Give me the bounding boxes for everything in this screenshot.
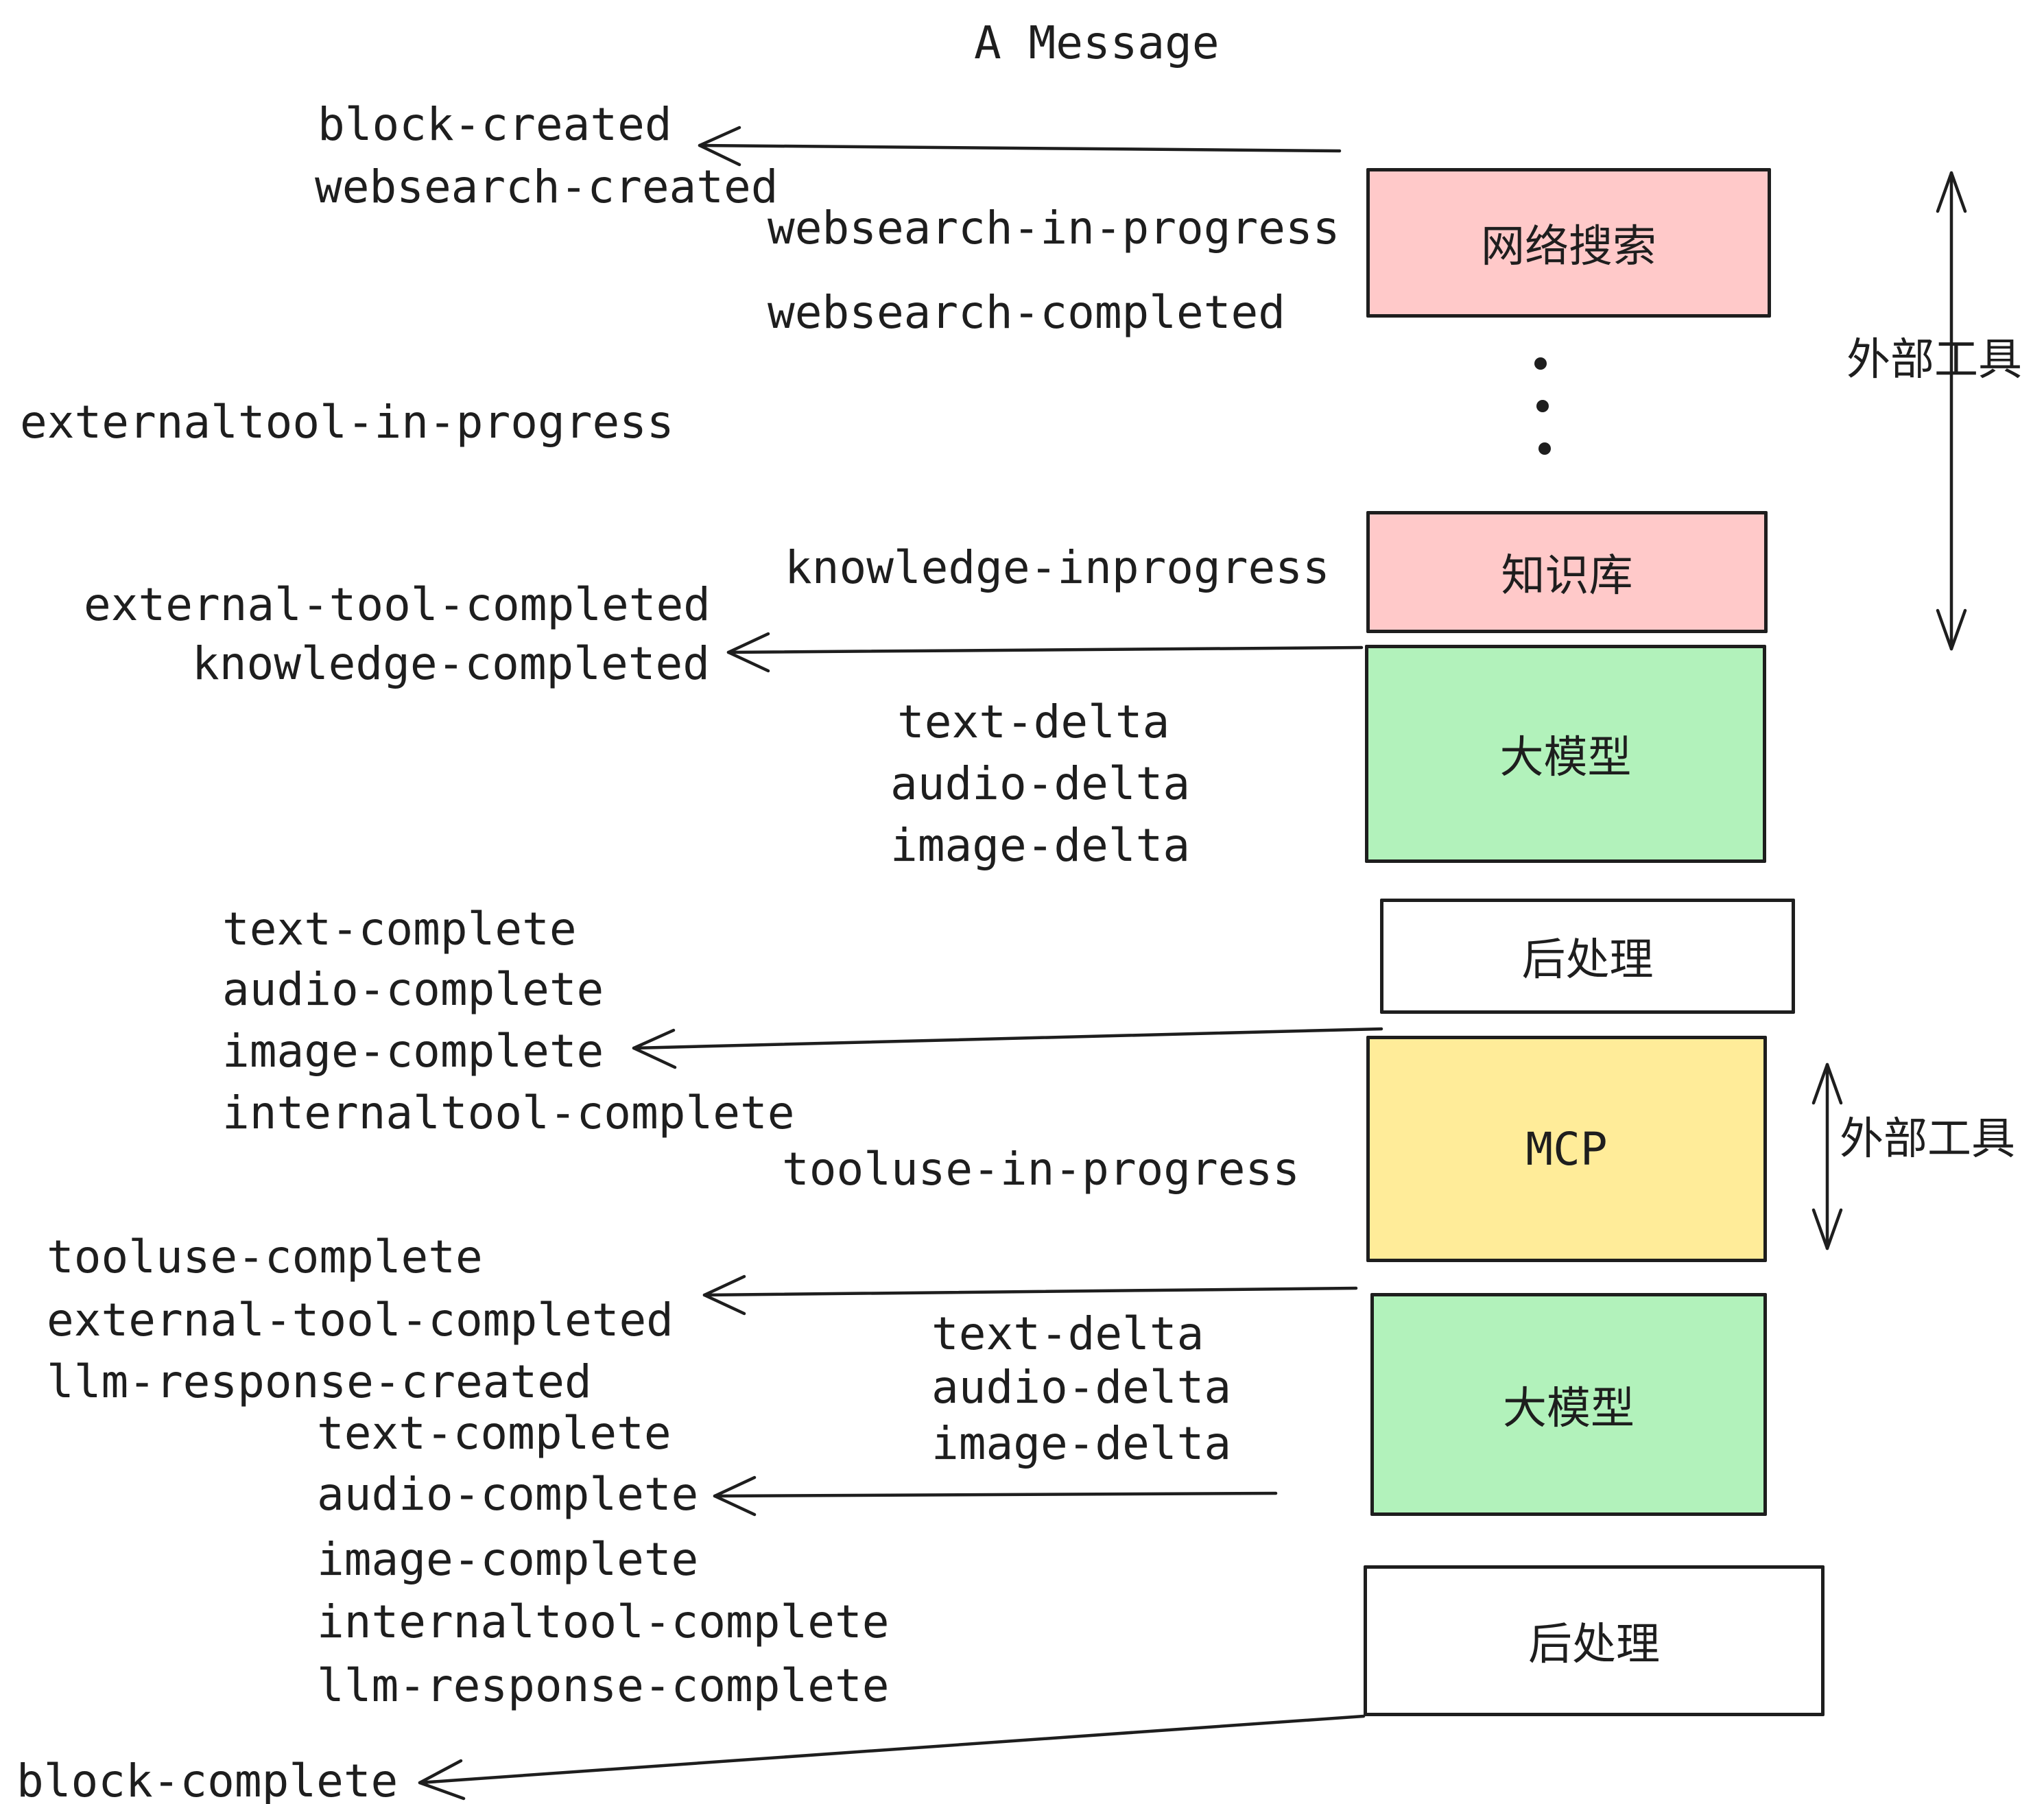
box-mcp: MCP bbox=[1366, 1036, 1767, 1262]
box-postprocess-1: 后处理 bbox=[1380, 899, 1795, 1014]
event-knowledge-completed: knowledge-completed bbox=[192, 637, 710, 690]
arrow-to-tooluse-complete bbox=[702, 1274, 1358, 1316]
event-tooluse-complete: tooluse-complete bbox=[47, 1231, 483, 1283]
box-llm-2: 大模型 bbox=[1370, 1293, 1767, 1516]
event-image-complete: image-complete bbox=[222, 1025, 604, 1078]
event-external-tool-completed: external-tool-completed bbox=[84, 578, 711, 631]
ellipsis-dots bbox=[1534, 357, 1551, 455]
event-text-complete: text-complete bbox=[222, 903, 577, 956]
event-image-complete-2: image-complete bbox=[317, 1533, 699, 1586]
diagram-title: A Message bbox=[974, 16, 1220, 69]
event-websearch-created: websearch-created bbox=[315, 161, 779, 213]
event-audio-delta: audio-delta bbox=[890, 757, 1191, 810]
event-text-delta-2: text-delta bbox=[931, 1307, 1204, 1360]
event-externaltool-in-progress: externaltool-in-progress bbox=[20, 396, 674, 449]
event-websearch-in-progress: websearch-in-progress bbox=[768, 202, 1340, 254]
event-tooluse-in-progress: tooluse-in-progress bbox=[782, 1143, 1300, 1196]
box-postprocess-2: 后处理 bbox=[1364, 1565, 1825, 1716]
external-tools-label-top: 外部工具 bbox=[1846, 335, 2022, 385]
box-mcp-label: MCP bbox=[1525, 1122, 1608, 1176]
box-knowledge-label: 知识库 bbox=[1501, 551, 1633, 602]
arrow-to-audio-complete bbox=[713, 1475, 1278, 1517]
event-text-complete-2: text-complete bbox=[317, 1407, 672, 1460]
event-audio-delta-2: audio-delta bbox=[931, 1361, 1232, 1414]
arrow-to-knowledge-completed bbox=[726, 632, 1364, 673]
external-tools-span-arrow-mcp bbox=[1811, 1063, 1843, 1250]
event-websearch-completed: websearch-completed bbox=[768, 286, 1285, 339]
event-image-delta: image-delta bbox=[890, 819, 1191, 872]
box-llm-1: 大模型 bbox=[1365, 645, 1766, 863]
event-knowledge-inprogress: knowledge-inprogress bbox=[785, 541, 1330, 594]
event-llm-response-created: llm-response-created bbox=[47, 1355, 592, 1408]
event-block-complete: block-complete bbox=[16, 1755, 399, 1804]
box-llm-2-label: 大模型 bbox=[1503, 1383, 1635, 1434]
box-postprocess-2-label: 后处理 bbox=[1528, 1619, 1660, 1670]
event-external-tool-completed-2: external-tool-completed bbox=[47, 1294, 674, 1346]
external-tools-label-mcp: 外部工具 bbox=[1840, 1114, 2015, 1165]
box-websearch-label: 网络搜索 bbox=[1481, 222, 1656, 272]
arrow-to-block-complete bbox=[418, 1714, 1366, 1801]
box-knowledge: 知识库 bbox=[1366, 511, 1768, 633]
box-postprocess-1-label: 后处理 bbox=[1521, 935, 1654, 986]
event-internaltool-complete-2: internaltool-complete bbox=[317, 1595, 890, 1648]
arrow-to-image-complete bbox=[632, 1027, 1383, 1069]
external-tools-span-arrow-top bbox=[1936, 171, 1967, 651]
event-llm-response-complete: llm-response-complete bbox=[317, 1659, 890, 1712]
box-websearch: 网络搜索 bbox=[1366, 168, 1771, 318]
event-text-delta: text-delta bbox=[897, 696, 1170, 748]
event-audio-complete-2: audio-complete bbox=[317, 1468, 699, 1521]
event-internaltool-complete: internaltool-complete bbox=[222, 1087, 795, 1139]
event-image-delta-2: image-delta bbox=[931, 1417, 1232, 1470]
box-llm-1-label: 大模型 bbox=[1499, 733, 1632, 783]
event-audio-complete: audio-complete bbox=[222, 963, 604, 1016]
arrow-to-websearch-created bbox=[698, 126, 1342, 167]
event-block-created: block-created bbox=[318, 98, 672, 151]
